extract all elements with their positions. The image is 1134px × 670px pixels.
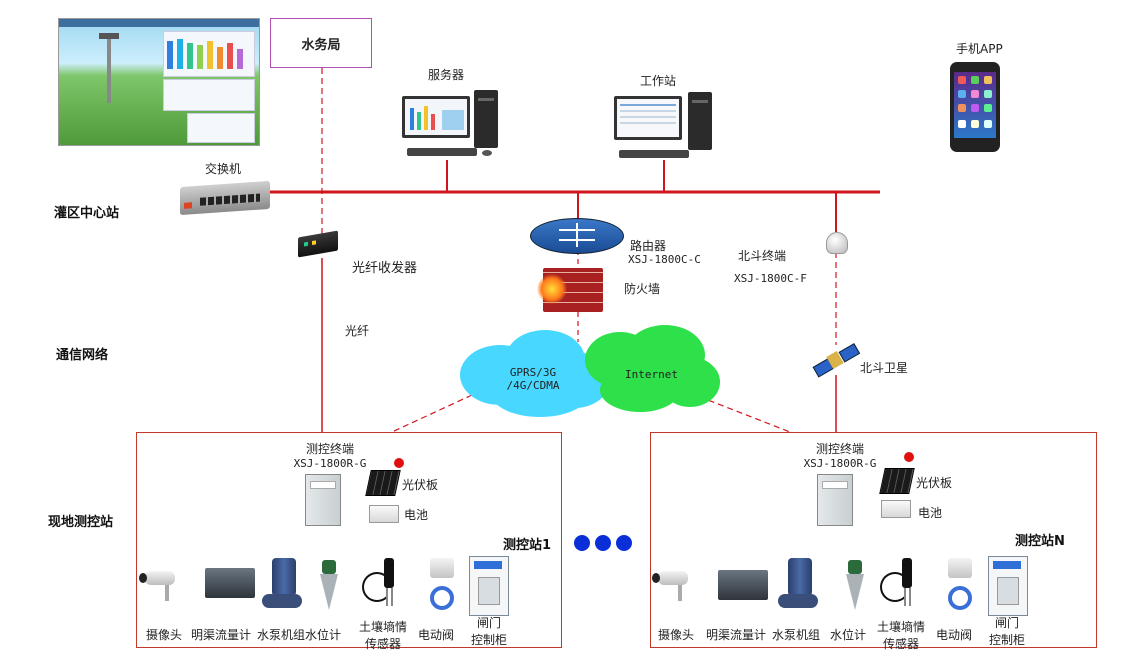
gate-label: 闸门 控制柜 xyxy=(466,614,512,648)
station-1-control-cabinet-icon xyxy=(305,474,341,526)
pump-label: 水泵机组 xyxy=(772,628,821,642)
beidou-antenna-icon xyxy=(826,232,848,254)
station-n-terminal-label: 测控终端 xyxy=(815,442,864,456)
camera-label: 摄像头 xyxy=(146,628,183,642)
gprs-line2: /4G/CDMA xyxy=(506,379,560,392)
firewall-icon xyxy=(537,268,603,312)
firewall-label: 防火墙 xyxy=(624,282,661,296)
pump-icon xyxy=(778,558,822,610)
gprs-cloud-label: GPRS/3G /4G/CDMA xyxy=(488,366,578,392)
station-n-name: 测控站N xyxy=(1015,534,1065,549)
water-bureau-label: 水务局 xyxy=(301,37,341,53)
station-1-solar-panel-icon xyxy=(365,470,401,496)
station-1-battery-label: 电池 xyxy=(404,508,429,522)
flowmeter-label: 明渠流量计 xyxy=(191,628,252,642)
level-gauge-icon xyxy=(844,560,866,614)
gprs-cloud xyxy=(460,330,610,417)
ellipsis-dot xyxy=(616,535,632,551)
server-label: 服务器 xyxy=(428,68,465,82)
router-icon xyxy=(530,218,624,254)
beidou-satellite-label: 北斗卫星 xyxy=(860,361,909,375)
station-n-battery-label: 电池 xyxy=(918,506,943,520)
soil-sensor-icon xyxy=(880,558,920,610)
soil-label-line2: 传感器 xyxy=(882,637,919,651)
soil-label: 土壤墒情 传感器 xyxy=(352,618,414,652)
tier-field: 现地测控站 xyxy=(48,515,114,530)
station-1-terminal-label: 测控终端 xyxy=(305,442,354,456)
beidou-terminal-label: 北斗终端 xyxy=(738,249,787,263)
station-n-terminal-model: XSJ-1800R-G xyxy=(803,457,877,470)
workstation-label: 工作站 xyxy=(640,74,677,88)
station-1-solar-label: 光伏板 xyxy=(402,478,439,492)
gprs-line1: GPRS/3G xyxy=(509,366,557,379)
router-model: XSJ-1800C-C xyxy=(628,253,701,266)
station-1-terminal: 测控终端 XSJ-1800R-G xyxy=(280,440,380,470)
station-n-battery-icon xyxy=(881,500,911,518)
station-1-name: 测控站1 xyxy=(503,538,552,553)
server-icon xyxy=(402,90,500,162)
gate-label-line1: 闸门 xyxy=(476,616,501,630)
valve-label: 电动阀 xyxy=(418,628,455,642)
gate-label-line1: 闸门 xyxy=(994,616,1019,630)
station-n-control-cabinet-icon xyxy=(817,474,853,526)
camera-icon xyxy=(139,565,181,605)
station-n-terminal: 测控终端 XSJ-1800R-G xyxy=(790,440,890,470)
tier-center: 灌区中心站 xyxy=(54,206,120,221)
flowmeter-icon xyxy=(718,570,768,600)
valve-label: 电动阀 xyxy=(936,628,973,642)
pump-label: 水泵机组 xyxy=(257,628,306,642)
ellipsis-dot xyxy=(595,535,611,551)
workstation-icon xyxy=(614,92,714,164)
soil-sensor-icon xyxy=(362,558,402,610)
scada-screenshot xyxy=(58,18,260,146)
level-label: 水位计 xyxy=(830,628,867,642)
gate-cabinet-icon xyxy=(988,556,1028,616)
router-label: 路由器 xyxy=(630,239,667,253)
internet-cloud xyxy=(585,325,720,412)
electric-valve-icon xyxy=(424,558,460,614)
camera-icon xyxy=(652,565,694,605)
beidou-terminal-model: XSJ-1800C-F xyxy=(734,272,807,285)
level-label: 水位计 xyxy=(305,628,342,642)
phone-app-label: 手机APP xyxy=(956,42,1003,56)
station-n-red-indicator-icon xyxy=(904,452,914,462)
fiber-label: 光纤 xyxy=(345,324,370,338)
station-n-solar-panel-icon xyxy=(879,468,915,494)
electric-valve-icon xyxy=(942,558,978,614)
station-1-red-indicator-icon xyxy=(394,458,404,468)
tier-network: 通信网络 xyxy=(56,348,109,363)
switch-label: 交换机 xyxy=(205,162,242,176)
level-gauge-icon xyxy=(318,560,340,614)
station-n-solar-label: 光伏板 xyxy=(916,476,953,490)
soil-label-line1: 土壤墒情 xyxy=(358,620,407,634)
station-1-battery-icon xyxy=(369,505,399,523)
soil-label-line1: 土壤墒情 xyxy=(876,620,925,634)
soil-label-line2: 传感器 xyxy=(364,637,401,651)
fiber-transceiver-label: 光纤收发器 xyxy=(352,261,418,276)
ellipsis-dot xyxy=(574,535,590,551)
pump-icon xyxy=(262,558,306,610)
water-bureau-box: 水务局 xyxy=(270,18,372,68)
gate-label: 闸门 控制柜 xyxy=(984,614,1030,648)
flowmeter-label: 明渠流量计 xyxy=(706,628,767,642)
gate-label-line2: 控制柜 xyxy=(470,633,507,647)
station-1-terminal-model: XSJ-1800R-G xyxy=(293,457,367,470)
gate-cabinet-icon xyxy=(469,556,509,616)
phone-icon xyxy=(950,62,1000,152)
gate-label-line2: 控制柜 xyxy=(988,633,1025,647)
internet-cloud-label: Internet xyxy=(625,368,678,381)
flowmeter-icon xyxy=(205,568,255,598)
soil-label: 土壤墒情 传感器 xyxy=(870,618,932,652)
camera-label: 摄像头 xyxy=(658,628,695,642)
